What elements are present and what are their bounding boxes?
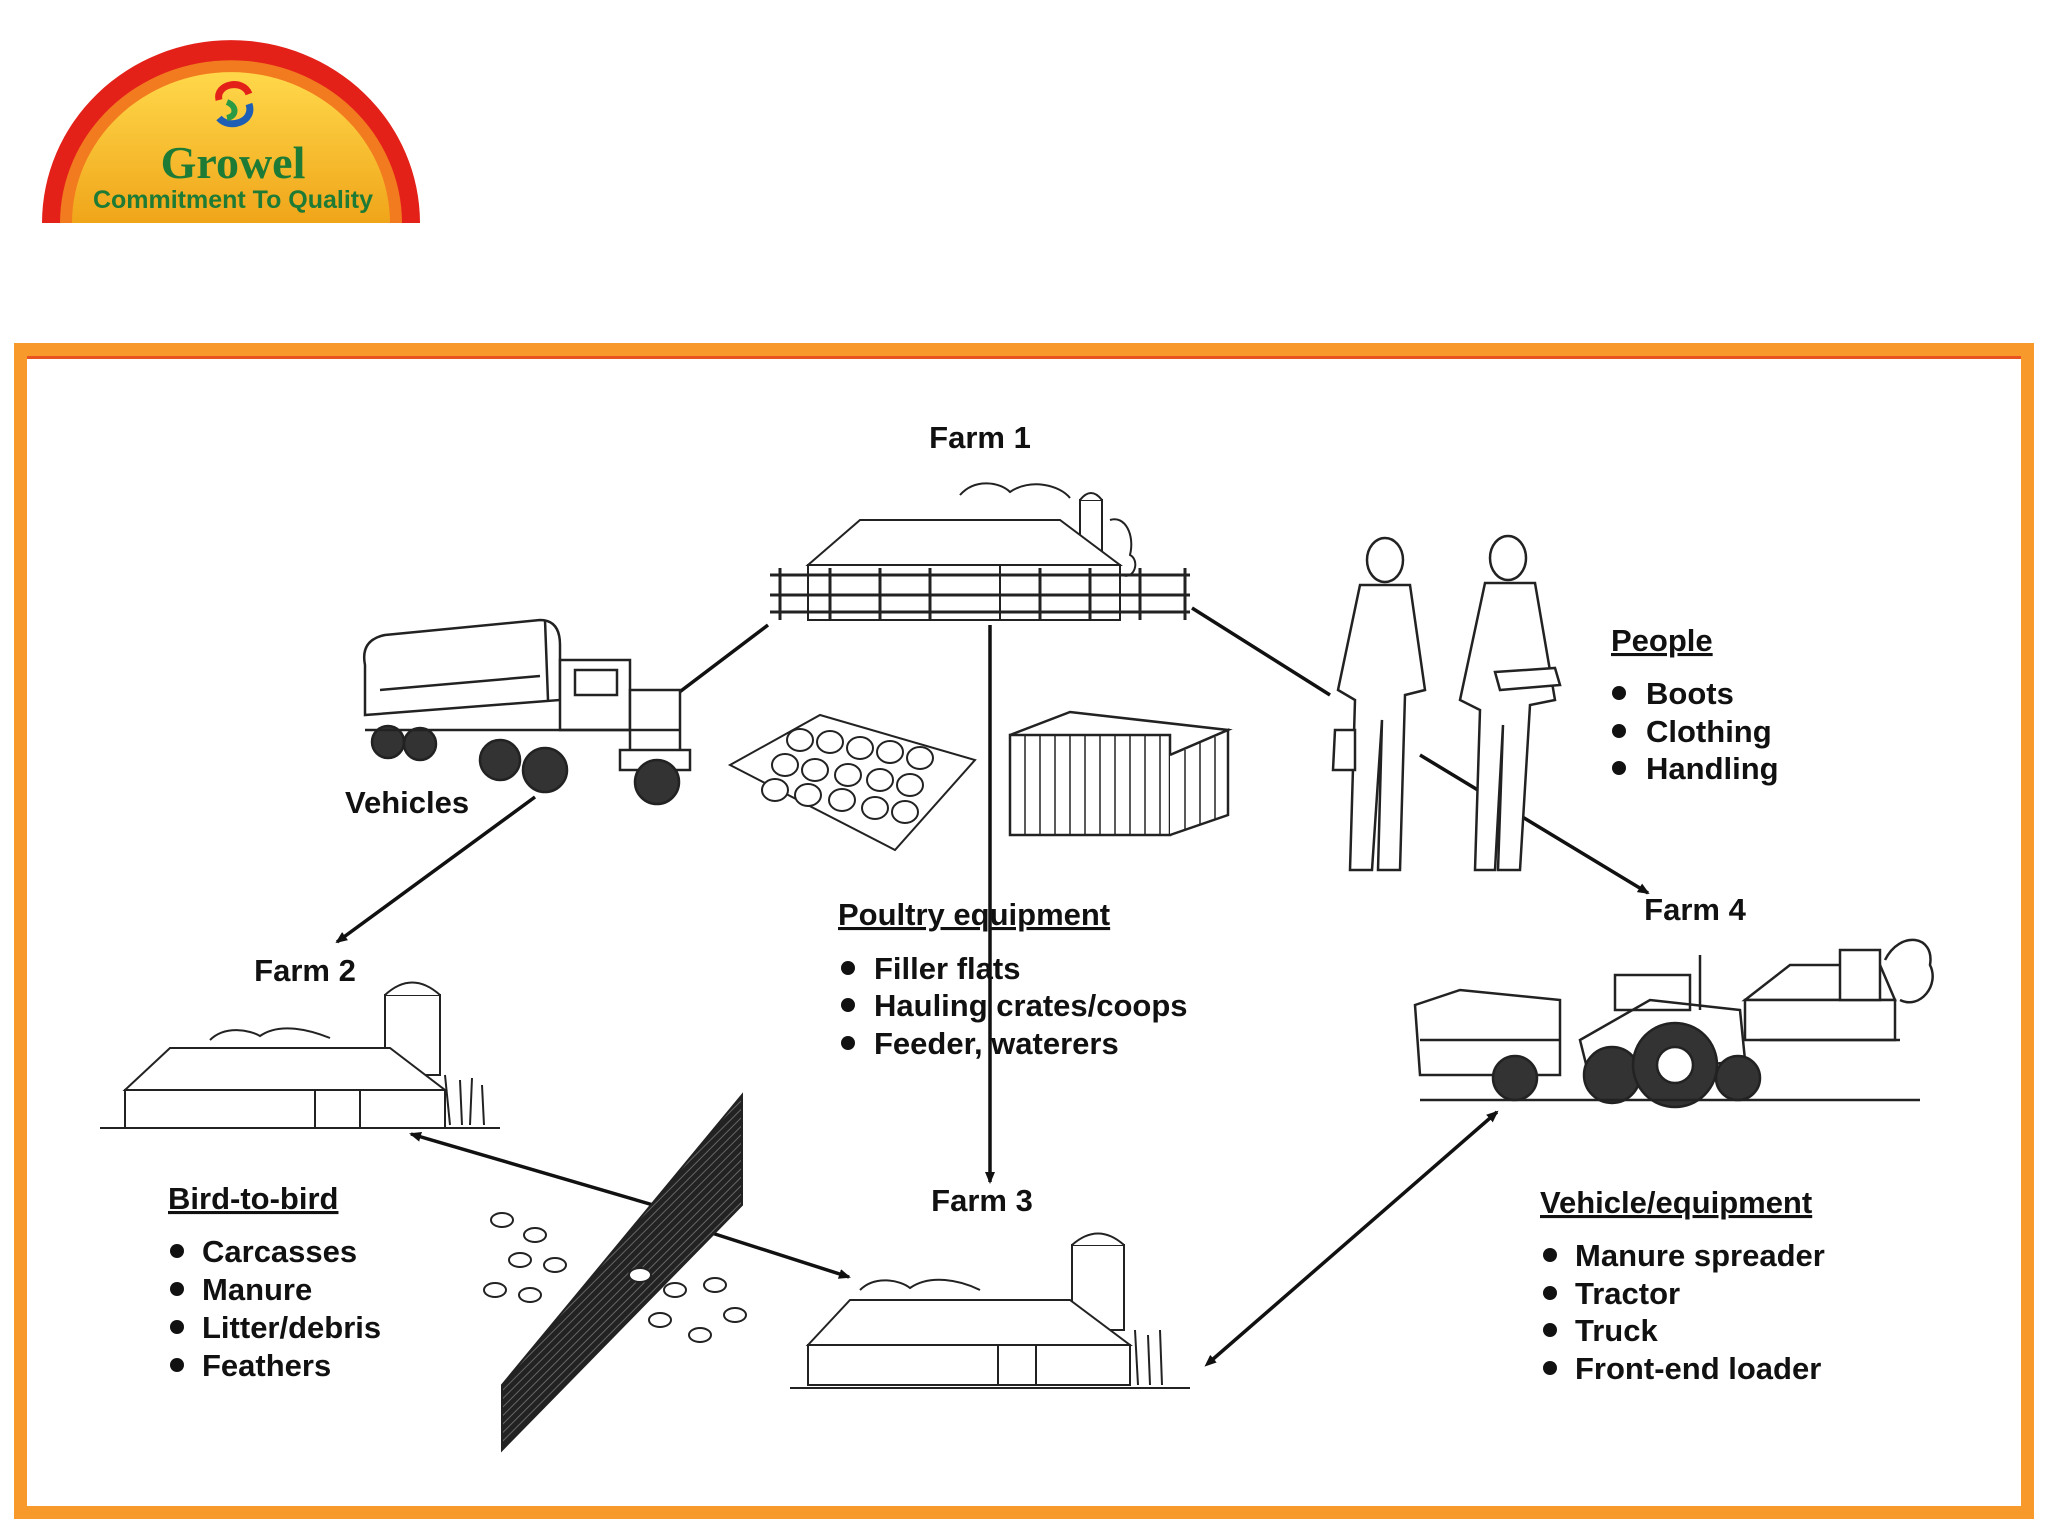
- arrow-farm3-farm4-bidirectional: [1204, 1110, 1499, 1367]
- vehicle-equipment-item: Truck: [1575, 1313, 1658, 1348]
- poultry-equipment-title: Poultry equipment: [838, 897, 1110, 932]
- farm4-tractor-illustration: [1413, 938, 1934, 1109]
- hauling-crate-illustration: [1008, 710, 1233, 837]
- bird-to-bird-list: Bird-to-bird Carcasses Manure Litter/deb…: [168, 1181, 381, 1383]
- poultry-equipment-item: Hauling crates/coops: [874, 988, 1188, 1023]
- poultry-equipment-item: Filler flats: [874, 951, 1020, 986]
- bird-to-bird-item: Carcasses: [202, 1234, 357, 1269]
- farm3-barn-illustration: [790, 1232, 1190, 1389]
- farm4-label: Farm 4: [1644, 892, 1746, 927]
- poultry-equipment-item: Feeder, waterers: [874, 1026, 1119, 1061]
- swirl-icon: [215, 81, 254, 128]
- vehicles-label: Vehicles: [345, 785, 469, 820]
- arrow-farm1-to-people: [1191, 606, 1331, 697]
- farm1-barn-illustration: [770, 482, 1190, 621]
- tanker-truck-illustration: [362, 618, 692, 806]
- farm2-barn-illustration: [100, 981, 500, 1129]
- arrow-vehicles-to-farm2: [335, 795, 537, 944]
- vehicle-equipment-item: Manure spreader: [1575, 1238, 1825, 1273]
- logo-brand: Growel: [161, 137, 306, 188]
- arrow-farm2-to-farm3: [689, 1224, 851, 1279]
- vehicle-equipment-item: Tractor: [1575, 1276, 1680, 1311]
- people-item: Handling: [1646, 751, 1779, 786]
- arrow-farm3-to-farm2: [409, 1132, 661, 1209]
- people-item: Boots: [1646, 676, 1734, 711]
- bird-to-bird-item: Manure: [202, 1272, 312, 1307]
- frame-top-rule: [27, 356, 2021, 359]
- arrow-farm1-to-vehicles: [663, 623, 770, 705]
- bird-to-bird-title: Bird-to-bird: [168, 1181, 338, 1216]
- bird-to-bird-item: Litter/debris: [202, 1310, 381, 1345]
- filler-flat-illustration: [727, 713, 977, 852]
- farm2-label: Farm 2: [254, 953, 356, 988]
- growel-logo: Growel Commitment To Quality: [42, 40, 420, 224]
- arrows: [335, 606, 1650, 1367]
- people-illustration: [1331, 534, 1562, 872]
- poultry-equipment-list: Poultry equipment Filler flats Hauling c…: [838, 897, 1188, 1061]
- people-list: People Boots Clothing Handling: [1611, 623, 1779, 786]
- arrow-people-to-farm4: [1419, 753, 1650, 895]
- fence-chickens-illustration: [483, 1092, 747, 1453]
- vehicle-equipment-item: Front-end loader: [1575, 1351, 1821, 1386]
- farm1-label: Farm 1: [929, 420, 1031, 455]
- logo-tagline: Commitment To Quality: [93, 186, 373, 214]
- vehicle-equipment-list: Vehicle/equipment Manure spreader Tracto…: [1540, 1185, 1825, 1386]
- vehicle-equipment-title: Vehicle/equipment: [1540, 1185, 1812, 1220]
- bird-to-bird-item: Feathers: [202, 1348, 331, 1383]
- farm3-label: Farm 3: [931, 1183, 1033, 1218]
- people-item: Clothing: [1646, 714, 1772, 749]
- people-title: People: [1611, 623, 1713, 658]
